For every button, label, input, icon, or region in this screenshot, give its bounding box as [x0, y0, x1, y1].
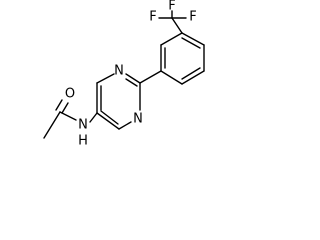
carbonyl-double-bond-b	[61, 102, 69, 114]
pyrimidine-bond-n3-c2	[125, 73, 141, 84]
pyrimidine-to-phenyl-bond	[139, 70, 162, 84]
phenyl-bond-5-inner	[181, 67, 201, 80]
carbonyl-double-bond-a	[55, 99, 63, 111]
phenyl-bond-6	[160, 70, 183, 85]
amide-nitrogen-label: N	[78, 118, 88, 133]
phenyl-to-cf3-bond	[171, 17, 183, 34]
pyrimidine-bond-n3-c2-inner	[125, 78, 138, 87]
pyrimidine-bond-c6-c5-inner	[100, 110, 119, 125]
nitrogen-to-ring-bond	[89, 112, 98, 123]
phenyl-bond-3-inner	[181, 37, 201, 49]
chemical-structure-diagram: O N H N N F F F	[43, 0, 205, 149]
pyrimidine-bond-c6-c5	[96, 112, 120, 130]
pyrimidine-bond-c4-n3	[96, 73, 115, 84]
fluorine-left-label: F	[149, 10, 156, 25]
pyrimidine-bond-n1-c6	[118, 121, 132, 130]
fluorine-top-label: F	[168, 0, 175, 14]
oxygen-label: O	[65, 87, 75, 102]
phenyl-bond-5	[181, 70, 205, 85]
fluorine-right-label: F	[189, 10, 196, 25]
phenyl-bond-3	[181, 32, 205, 46]
carbonyl-to-nitrogen-bond	[59, 111, 77, 121]
methyl-to-carbonyl-bond	[43, 111, 61, 139]
ring-nitrogen-bottom-label: N	[133, 112, 143, 127]
ring-nitrogen-top-label: N	[114, 64, 124, 79]
phenyl-bond-2	[160, 32, 183, 46]
amide-hydrogen-label: H	[78, 134, 88, 149]
